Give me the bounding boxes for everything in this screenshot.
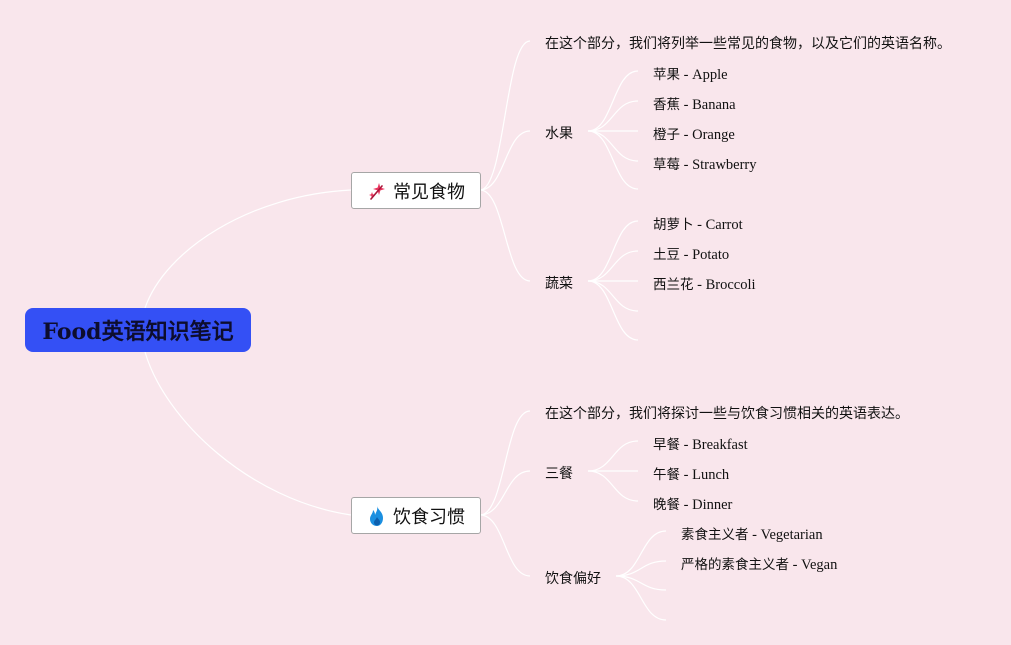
group-to-leaf bbox=[587, 70, 639, 132]
list-item[interactable]: 胡萝卜 - Carrot bbox=[653, 217, 743, 233]
list-item[interactable]: 素食主义者 - Vegetarian bbox=[681, 527, 823, 543]
group-fruit[interactable]: 水果 bbox=[545, 126, 573, 142]
branch-common-foods[interactable]: 常见食物 bbox=[351, 172, 481, 209]
group-to-leaf bbox=[615, 560, 667, 577]
list-item[interactable]: 西兰花 - Broccoli bbox=[653, 277, 756, 293]
group-to-leaf bbox=[587, 130, 639, 190]
group-to-leaf bbox=[587, 280, 639, 341]
list-item[interactable]: 橙子 - Orange bbox=[653, 127, 735, 143]
group-to-leaf bbox=[587, 220, 639, 282]
list-item[interactable]: 早餐 - Breakfast bbox=[653, 437, 748, 453]
branch-to-intro bbox=[479, 410, 531, 516]
root-to-branch-1 bbox=[144, 189, 352, 309]
list-item[interactable]: 严格的素食主义者 - Vegan bbox=[681, 557, 838, 573]
branch-to-intro bbox=[479, 40, 531, 191]
list-item[interactable]: 土豆 - Potato bbox=[653, 247, 730, 263]
group-to-leaf bbox=[587, 440, 639, 472]
root-to-branch-2 bbox=[144, 351, 352, 516]
group-to-leaf bbox=[587, 470, 639, 502]
root-node[interactable]: Food英语知识笔记 bbox=[25, 308, 251, 352]
branch-to-group bbox=[479, 470, 531, 516]
fire-icon bbox=[367, 505, 387, 527]
branch-intro: 在这个部分，我们将探讨一些与饮食习惯相关的英语表达。 bbox=[545, 406, 909, 422]
branch-eating-habits[interactable]: 饮食习惯 bbox=[351, 497, 481, 534]
group-to-leaf bbox=[615, 575, 667, 621]
branch-label: 饮食习惯 bbox=[393, 506, 465, 528]
list-item[interactable]: 晚餐 - Dinner bbox=[653, 497, 733, 513]
branch-to-group bbox=[479, 189, 531, 282]
branch-intro: 在这个部分，我们将列举一些常见的食物，以及它们的英语名称。 bbox=[545, 36, 951, 52]
root-title: Food英语知识笔记 bbox=[42, 319, 234, 345]
group-to-leaf bbox=[615, 530, 667, 577]
group-to-leaf bbox=[587, 100, 639, 132]
sparkles-icon bbox=[367, 181, 387, 201]
group-three-meals[interactable]: 三餐 bbox=[545, 466, 573, 482]
group-vegetables[interactable]: 蔬菜 bbox=[545, 276, 573, 292]
group-to-leaf bbox=[587, 250, 639, 282]
group-diet-preferences[interactable]: 饮食偏好 bbox=[545, 571, 601, 587]
branch-to-group bbox=[479, 514, 531, 577]
list-item[interactable]: 草莓 - Strawberry bbox=[653, 157, 757, 173]
list-item[interactable]: 午餐 - Lunch bbox=[653, 467, 730, 483]
list-item[interactable]: 香蕉 - Banana bbox=[653, 97, 736, 113]
branch-label: 常见食物 bbox=[393, 181, 465, 203]
list-item[interactable]: 苹果 - Apple bbox=[653, 67, 728, 83]
branch-to-group bbox=[479, 130, 531, 191]
